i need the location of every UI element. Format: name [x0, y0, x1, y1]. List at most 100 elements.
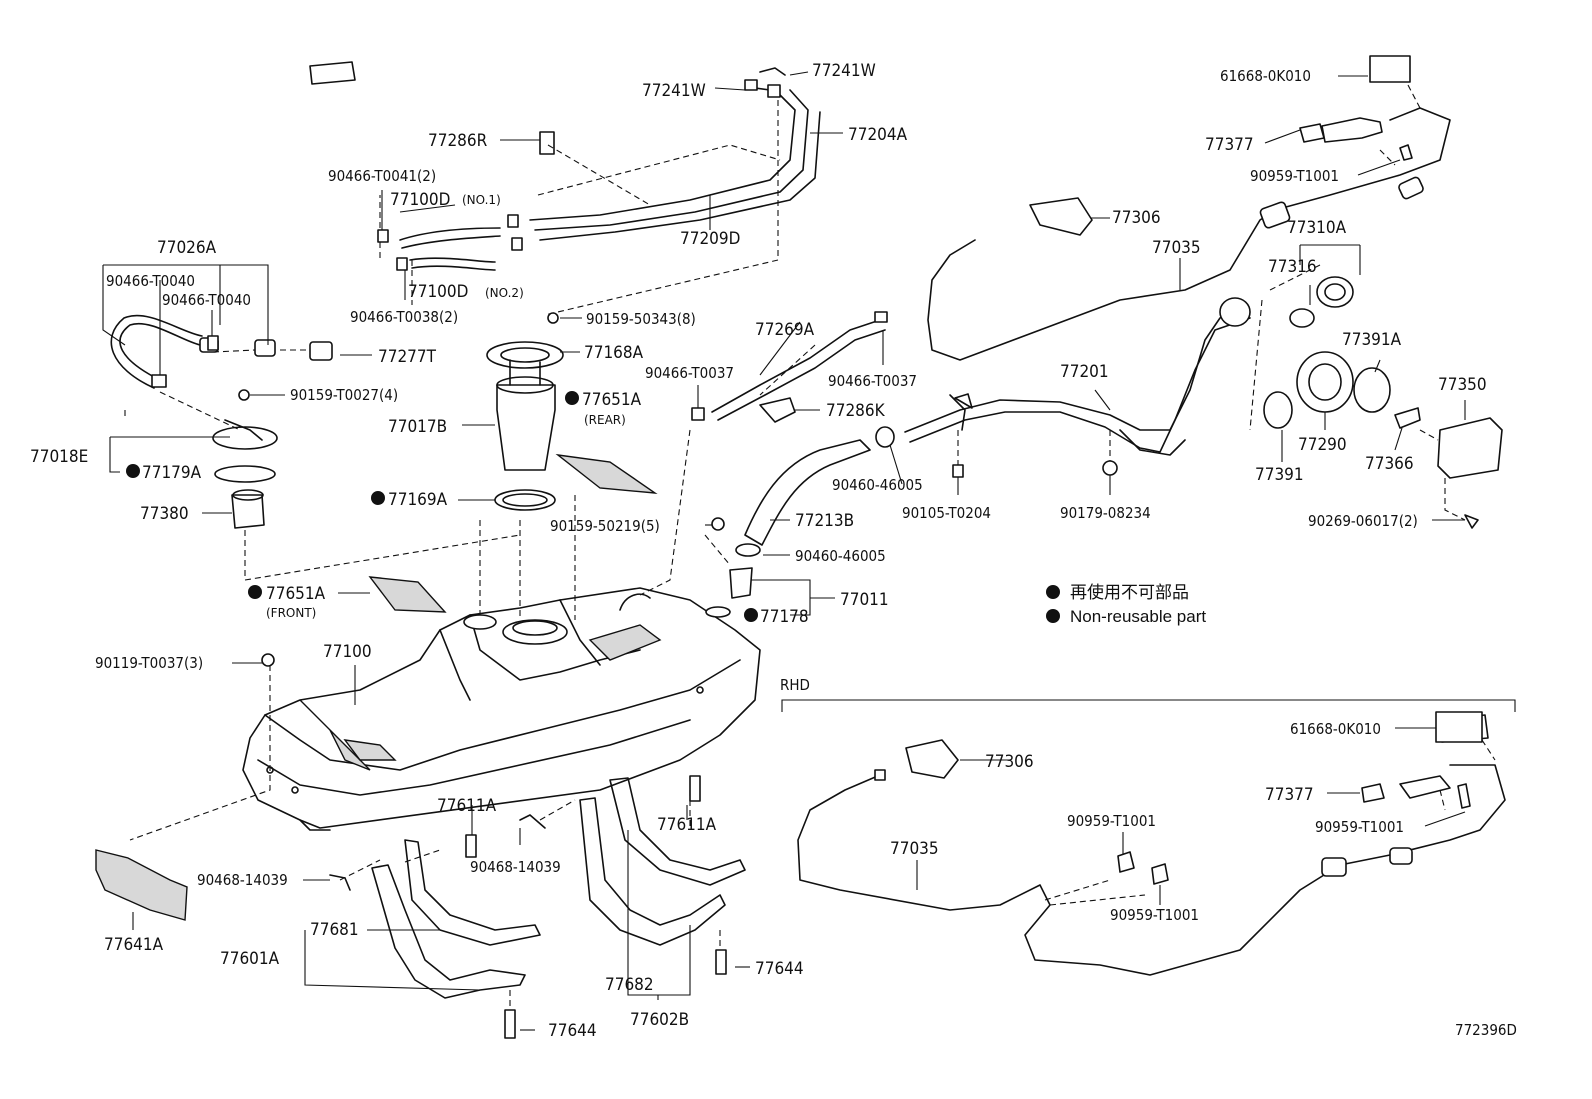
label-77316: 77316: [1268, 257, 1317, 277]
breather-hose-77269A: [711, 319, 886, 421]
dashed-reference-lines: [124, 84, 1496, 1015]
label-77644-right: 77644: [755, 959, 804, 979]
label-77377-top: 77377: [1205, 135, 1254, 155]
label-77017B: 77017B: [388, 417, 447, 437]
label-61668-0K010-rhd: 61668-0K010: [1290, 720, 1381, 738]
fuel-tubes-group: [399, 67, 821, 271]
label-90959-T1001-rhd-a: 90959-T1001: [1315, 818, 1404, 836]
label-61668-0K010-top: 61668-0K010: [1220, 67, 1311, 85]
label-90959-T1001-rhd-c: 90959-T1001: [1110, 906, 1199, 924]
label-90159-T0027: 90159-T0027(4): [290, 386, 398, 404]
label-77602B: 77602B: [630, 1010, 689, 1030]
label-77310A: 77310A: [1287, 218, 1347, 238]
tank-band-rear: [579, 777, 746, 946]
label-77277T: 77277T: [378, 347, 437, 367]
label-90179-08234: 90179-08234: [1060, 504, 1151, 522]
label-77286R: 77286R: [428, 131, 488, 151]
label-90959-T1001-top: 90959-T1001: [1250, 167, 1339, 185]
label-90159-50219: 90159-50219(5): [550, 517, 660, 535]
label-77601A: 77601A: [220, 949, 280, 969]
label-90468-14039-right: 90468-14039: [470, 858, 561, 876]
legend-dot-en: [1046, 609, 1060, 623]
label-rhd: RHD: [780, 676, 810, 694]
label-77011: 77011: [840, 590, 889, 610]
label-90460-46005-a: 90460-46005: [832, 476, 923, 494]
label-90466-T0038: 90466-T0038(2): [350, 308, 458, 326]
label-77178: 77178: [760, 607, 809, 627]
fuel-tank-drawing: [242, 587, 761, 831]
label-77391A: 77391A: [1342, 330, 1402, 350]
label-90466-T0040-a: 90466-T0040: [106, 272, 195, 290]
label-77651A-front: 77651A: [266, 584, 326, 604]
label-77350: 77350: [1438, 375, 1487, 395]
label-90105-T0204: 90105-T0204: [902, 504, 991, 522]
label-77209D: 77209D: [680, 229, 740, 249]
label-77651A-rear-sub: (REAR): [584, 413, 626, 427]
label-77018E: 77018E: [30, 447, 88, 467]
fuel-sender-gauge-77018E: [212, 419, 278, 529]
label-77035-top: 77035: [1152, 238, 1201, 258]
label-77168A: 77168A: [584, 343, 644, 363]
label-77100D-no2: 77100D: [408, 282, 468, 302]
label-77100: 77100: [323, 642, 372, 662]
label-77241W-left: 77241W: [642, 81, 706, 101]
label-77682: 77682: [605, 975, 654, 995]
label-77306-rhd: 77306: [985, 752, 1034, 772]
label-90466-T0040-b: 90466-T0040: [162, 291, 251, 309]
label-90466-T0037-b: 90466-T0037: [828, 372, 917, 390]
caution-label-card-top: [1369, 55, 1411, 83]
label-77644-left: 77644: [548, 1021, 597, 1041]
diagram-id: 772396D: [1455, 1021, 1517, 1039]
fuel-cap-group: [1263, 276, 1503, 479]
tank-protector-77641A: [95, 849, 188, 921]
label-77201: 77201: [1060, 362, 1109, 382]
label-77651A-rear: 77651A: [582, 390, 642, 410]
label-90959-T1001-rhd-b: 90959-T1001: [1067, 812, 1156, 830]
legend-dot-jp: [1046, 585, 1060, 599]
label-77100D-no1-sub: (NO.1): [462, 193, 501, 207]
label-77366: 77366: [1365, 454, 1414, 474]
fasteners-clamps: [151, 79, 1479, 1039]
label-77179A: 77179A: [142, 463, 202, 483]
pad-77651A-rear: [555, 453, 658, 494]
label-77380: 77380: [140, 504, 189, 524]
label-90466-T0037-a: 90466-T0037: [645, 364, 734, 382]
filler-hose-77213B: [744, 439, 871, 546]
tank-band-front: [371, 839, 541, 999]
legend-text-en: Non-reusable part: [1070, 607, 1206, 626]
label-90466-T0041: 90466-T0041(2): [328, 167, 436, 185]
label-77035-rhd: 77035: [890, 839, 939, 859]
label-77169A: 77169A: [388, 490, 448, 510]
hose-77026A: [110, 314, 333, 389]
fuel-pump-assembly-77017B: [486, 341, 564, 511]
label-77213B: 77213B: [795, 511, 854, 531]
label-77611A-left: 77611A: [437, 796, 497, 816]
label-77100D-no1: 77100D: [390, 190, 450, 210]
label-77641A: 77641A: [104, 935, 164, 955]
label-90269-06017: 90269-06017(2): [1308, 512, 1418, 530]
label-90159-50343: 90159-50343(8): [586, 310, 696, 328]
label-77651A-front-sub: (FRONT): [266, 606, 316, 620]
label-77290: 77290: [1298, 435, 1347, 455]
label-77377-rhd: 77377: [1265, 785, 1314, 805]
label-77391: 77391: [1255, 465, 1304, 485]
fuel-filler-pipe-77201: [904, 297, 1251, 456]
label-77286K: 77286K: [826, 401, 886, 421]
caution-label-card-rhd: [1435, 711, 1483, 743]
legend-text-jp: 再使用不可部品: [1070, 582, 1189, 602]
label-77681: 77681: [310, 920, 359, 940]
pad-77651A-front: [368, 576, 447, 613]
label-77306-top: 77306: [1112, 208, 1161, 228]
non-reusable-markers: [126, 391, 758, 622]
label-90119-T0037: 90119-T0037(3): [95, 654, 203, 672]
part-labels: 77241W 77241W 77204A 77286R 90466-T0041(…: [30, 61, 1517, 1041]
label-77100D-no2-sub: (NO.2): [485, 286, 524, 300]
label-77241W-right: 77241W: [812, 61, 876, 81]
fuel-lid-cable-77035: [927, 107, 1451, 361]
label-77026A: 77026A: [157, 238, 217, 258]
label-77269A: 77269A: [755, 320, 815, 340]
label-77204A: 77204A: [848, 125, 908, 145]
label-90468-14039-left: 90468-14039: [197, 871, 288, 889]
